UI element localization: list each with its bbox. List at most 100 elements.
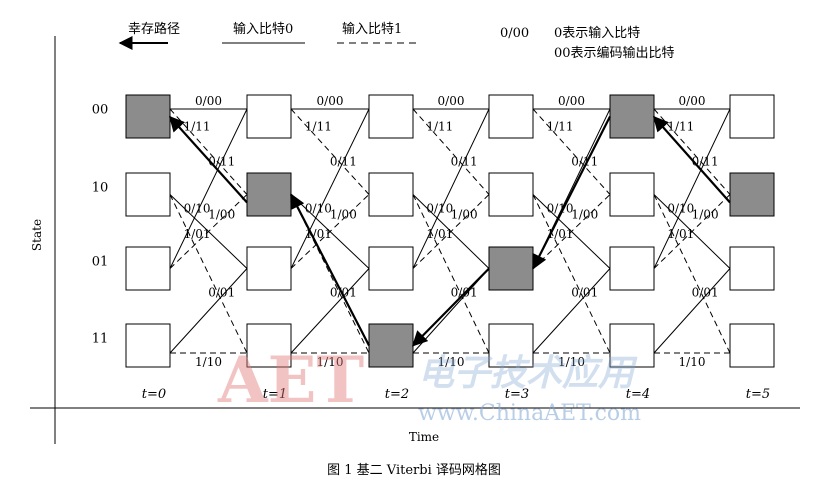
watermark-site: www.ChinaAET.com [418,401,641,426]
node-t0-s11 [125,323,171,368]
branch-label-s10_to_11-t2: 1/01 [426,227,453,241]
branch-label-s00_to_10-t3: 1/11 [547,120,574,134]
branch-s11_to_01-t4 [653,268,731,354]
node-t2-s01 [368,246,414,291]
node-t0-s10 [125,172,171,217]
branch-s11_to_01-t0 [169,268,248,354]
survivor-path [168,115,731,347]
branch-label-s11_to_01-t4: 0/01 [692,286,719,300]
time-label-t4: t=4 [626,387,650,402]
branch-label-s11_to_11-t0: 1/10 [195,355,222,369]
watermark-logo: AET [217,343,364,418]
node-t1-s11 [246,323,292,368]
branch-s01_to_10-t2 [412,194,490,269]
node-t3-s00 [488,94,534,139]
node-t5-s00 [729,94,775,139]
survivor-arrow-t1-to-t0 [168,115,248,204]
branch-s01_to_00-t1 [290,108,370,269]
branch-s01_to_00-t2 [412,108,490,269]
branch-s00_to_10-t0 [169,108,248,195]
time-label-t2: t=2 [385,387,409,402]
state-label-00: 00 [92,103,109,118]
time-label-t3: t=3 [505,387,529,402]
node-t2-s00 [368,94,414,139]
legend-notation-line2: 00表示编码输出比特 [554,45,675,61]
node-t1-s01 [246,246,292,291]
branch-label-s11_to_11-t4: 1/10 [679,355,706,369]
survivor-arrow-t5-to-t4 [652,115,731,204]
branch-label-s00_to_10-t4: 1/11 [667,120,694,134]
node-t4-s00-survivor [609,94,655,139]
survivor-arrow-t4-to-t3 [532,116,611,270]
branch-label-s01_to_10-t4: 1/00 [692,208,719,222]
legend-input0-label: 输入比特0 [233,21,293,37]
node-t4-s11 [609,323,655,368]
branch-label-s00_to_10-t2: 1/11 [426,120,453,134]
legend-notation-key: 0/00 [500,26,529,41]
time-label-t1: t=1 [263,387,287,402]
watermark-chinese: 电子技术应用 [418,352,638,394]
node-t0-s01 [125,246,171,291]
branch-label-s11_to_01-t3: 0/01 [571,286,598,300]
branch-s00_to_10-t4 [653,108,731,195]
node-t1-s00 [246,94,292,139]
branch-label-s00_to_10-t1: 1/11 [305,120,332,134]
branch-label-s01_to_00-t4: 0/11 [692,155,719,169]
branch-label-s01_to_10-t2: 1/00 [451,208,478,222]
branch-label-s01_to_10-t3: 1/00 [571,208,598,222]
branch-s01_to_10-t0 [169,194,248,269]
branch-s01_to_00-t0 [169,108,248,269]
legend-input1-label: 输入比特1 [342,21,402,37]
branch-label-s00_to_00-t3: 0/00 [558,94,585,108]
branch-s01_to_10-t4 [653,194,731,269]
node-t1-s10-survivor [246,172,292,217]
node-t4-s10 [609,172,655,217]
branch-label-s10_to_11-t1: 1/01 [305,227,332,241]
branch-label-s10_to_01-t3: 0/10 [547,202,574,216]
branch-s00_to_10-t2 [412,108,490,195]
node-t5-s10-survivor [729,172,775,217]
branch-label-s01_to_00-t0: 0/11 [208,155,235,169]
branch-label-s10_to_01-t2: 0/10 [426,202,453,216]
branch-s11_to_01-t3 [532,268,611,354]
branch-label-s10_to_11-t4: 1/01 [667,227,694,241]
branch-label-s00_to_00-t1: 0/00 [317,94,344,108]
branch-label-s00_to_00-t2: 0/00 [438,94,465,108]
state-label-10: 10 [92,181,109,196]
branch-label-s01_to_00-t1: 0/11 [330,155,357,169]
node-t4-s01 [609,246,655,291]
branch-label-s11_to_11-t1: 1/10 [317,355,344,369]
time-label-t5: t=5 [746,387,770,402]
state-label-11: 11 [92,332,109,347]
branch-label-s01_to_00-t3: 0/11 [571,155,598,169]
node-t5-s01 [729,246,775,291]
branch-label-s11_to_01-t1: 0/01 [330,286,357,300]
figure-caption: 图 1 基二 Viterbi 译码网格图 [327,462,501,478]
survivor-arrow-t2-to-t1 [290,193,370,347]
branch-label-s00_to_00-t0: 0/00 [195,94,222,108]
branch-label-s01_to_00-t2: 0/11 [451,155,478,169]
branch-label-s01_to_10-t0: 1/00 [208,208,235,222]
node-t3-s10 [488,172,534,217]
node-t5-s11 [729,323,775,368]
branch-label-s10_to_11-t0: 1/01 [184,227,211,241]
node-t3-s01-survivor [488,246,534,291]
survivor-arrow-t3-to-t2 [411,267,490,347]
branch-labels: 0/00 1/11 0/10 1/01 0/11 1/00 0/01 1/10 0/00 1/11… [184,94,719,369]
branch-label-s11_to_01-t0: 0/01 [208,286,235,300]
branch-label-s00_to_10-t0: 1/11 [184,120,211,134]
branch-label-s10_to_01-t0: 0/10 [184,202,211,216]
y-axis-label: State [30,219,44,251]
legend-notation-line1: 0表示输入比特 [554,25,640,41]
x-axis-label: Time [409,430,439,444]
node-t0-s00-survivor [125,94,171,139]
branch-label-s11_to_11-t2: 1/10 [438,355,465,369]
branch-label-s00_to_00-t4: 0/00 [679,94,706,108]
branch-s11_to_01-t1 [290,268,370,354]
branch-s01_to_00-t4 [653,108,731,269]
branch-label-s11_to_11-t3: 1/10 [558,355,585,369]
legend: 幸存路径 输入比特0 输入比特1 0/00 0表示输入比特 00表示编码输出比特 [118,21,675,61]
